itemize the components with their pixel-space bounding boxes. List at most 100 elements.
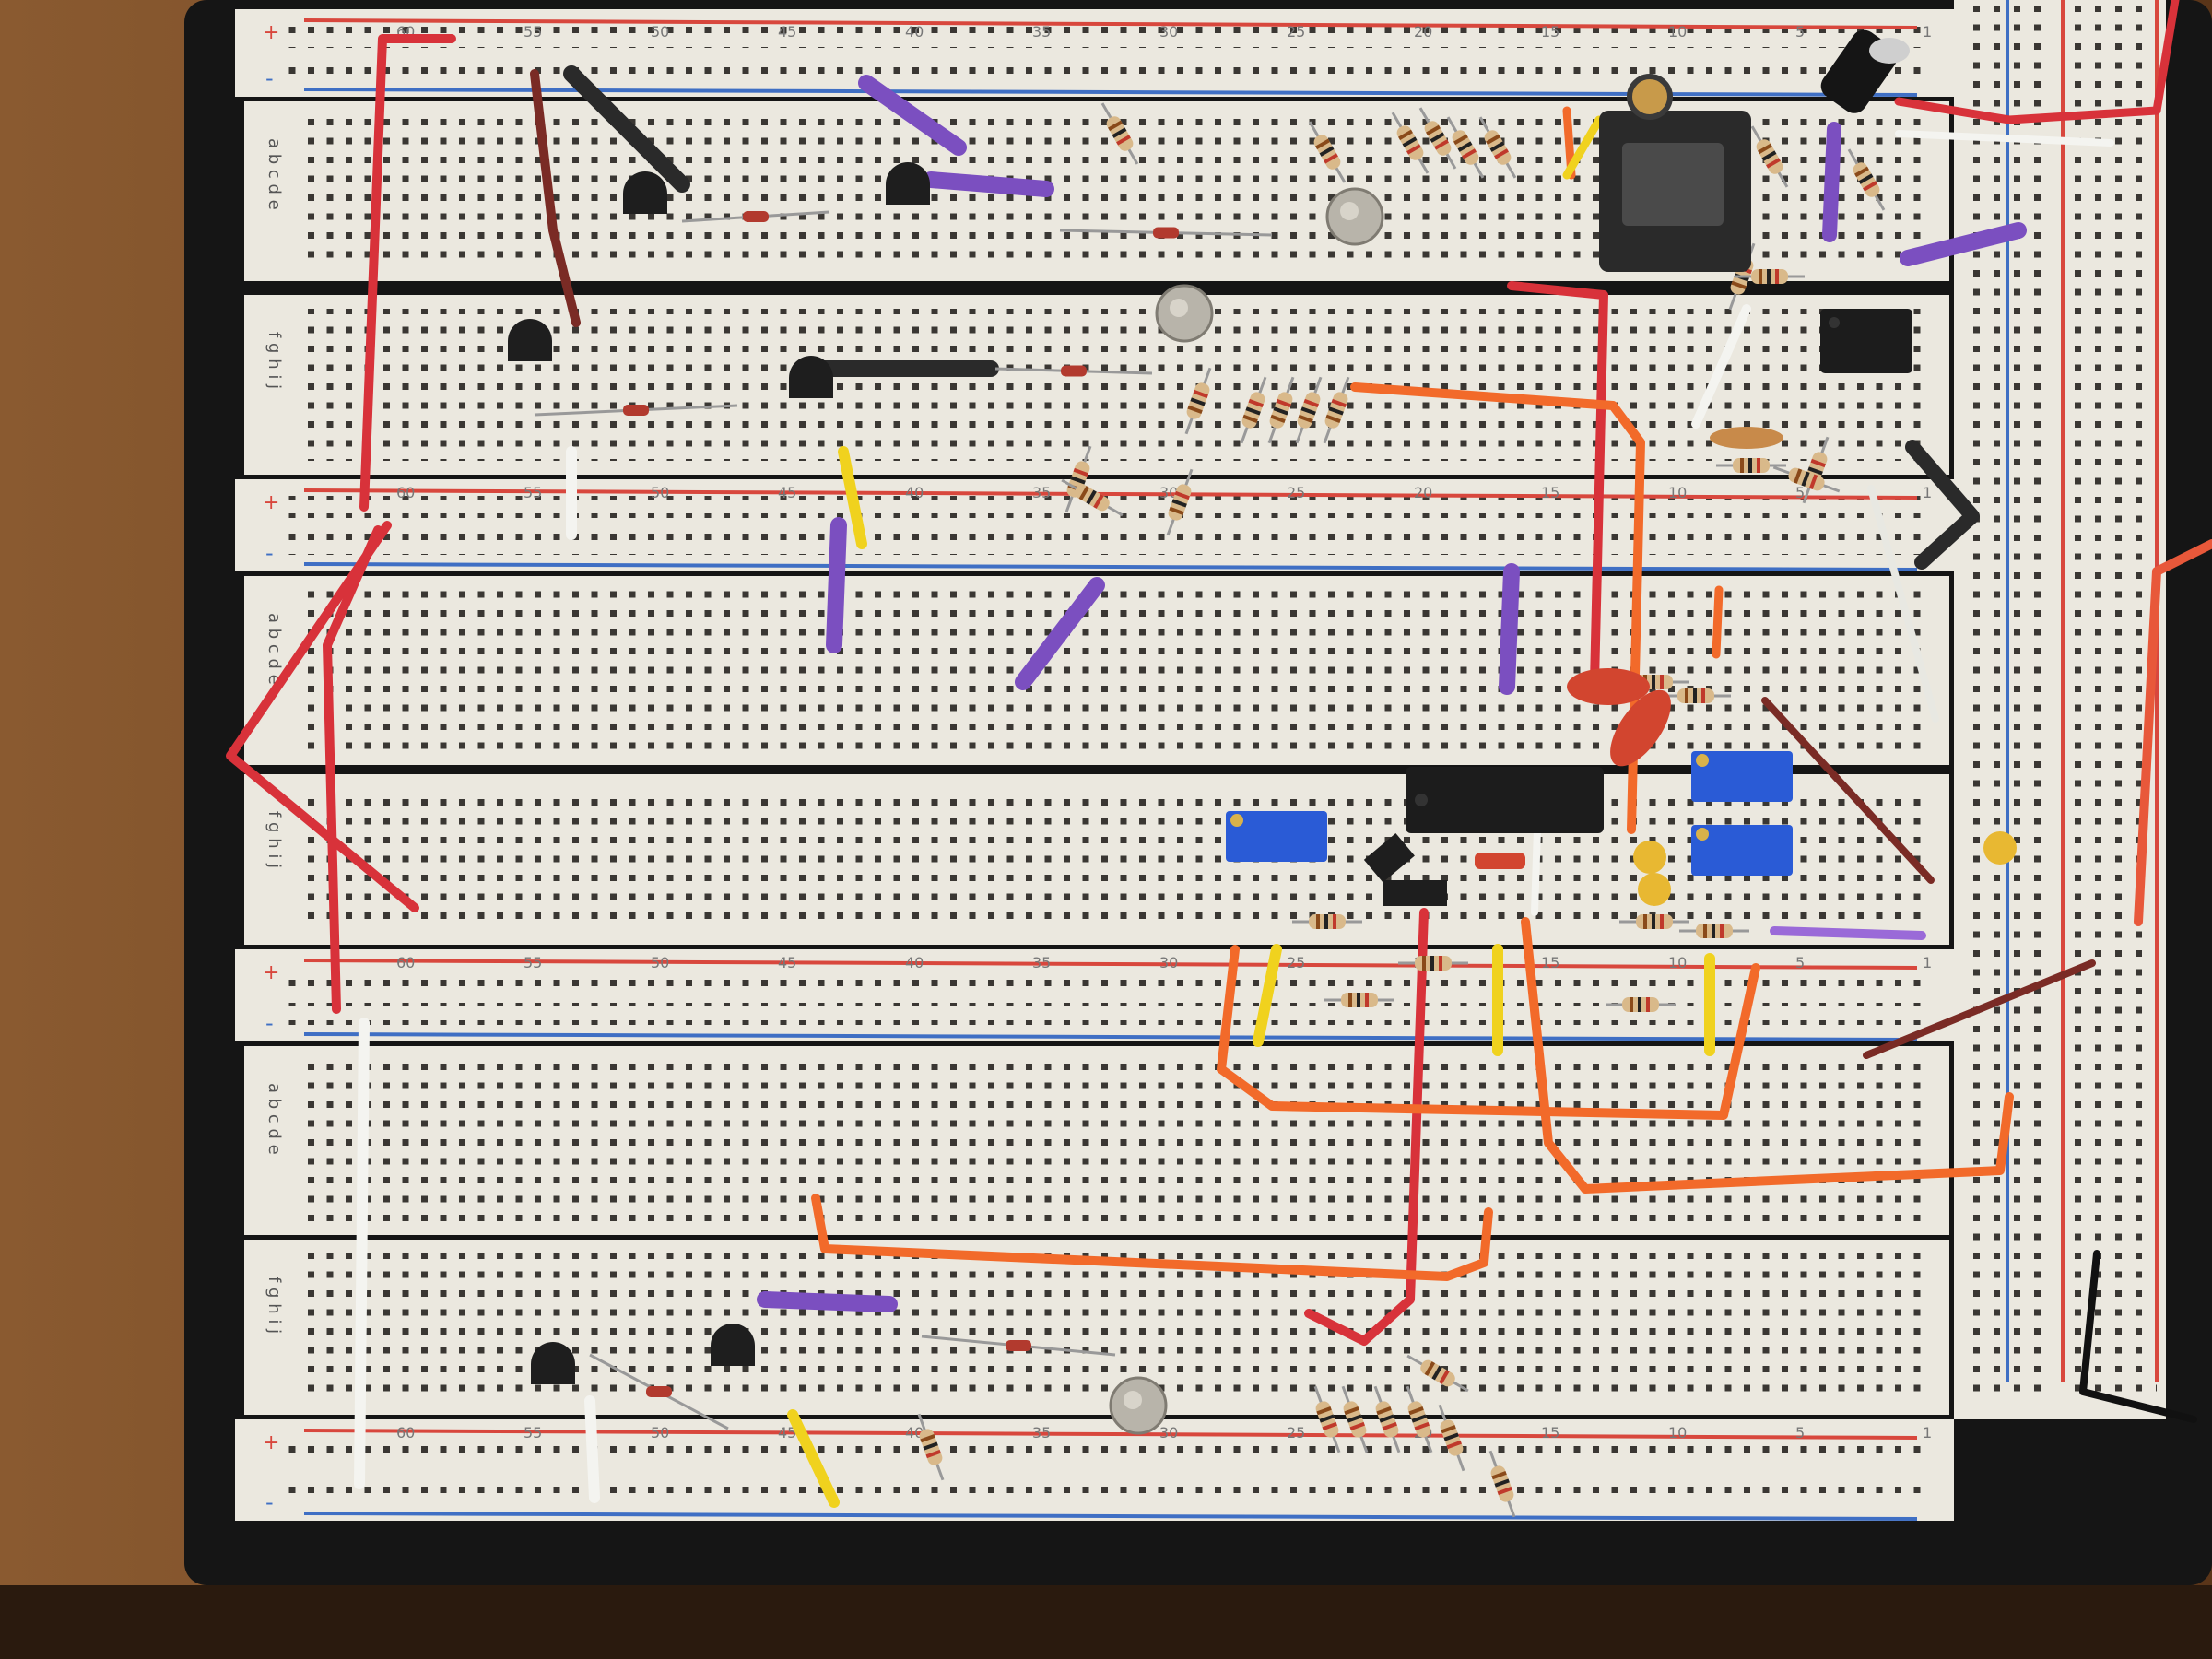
column-number: 30 xyxy=(1159,23,1178,41)
resistor xyxy=(1373,1385,1401,1453)
column-number: 55 xyxy=(524,954,542,971)
resistor xyxy=(1308,121,1347,183)
resistor-band xyxy=(920,1433,935,1443)
resistor-band xyxy=(1414,1421,1430,1431)
resistor-band xyxy=(1757,458,1760,473)
yellow-wire xyxy=(838,446,867,549)
row-letter-label: a b c d e xyxy=(265,1083,284,1155)
column-number: 35 xyxy=(1032,1424,1051,1441)
resistor-band xyxy=(1276,398,1291,408)
right-power-rail xyxy=(1954,0,2166,1419)
resistor-band xyxy=(1775,269,1779,284)
resistor-band xyxy=(1322,1421,1337,1431)
components xyxy=(508,29,2017,1518)
transistor xyxy=(886,162,930,205)
row-letter-label: a b c d e xyxy=(265,613,284,685)
resistor-band xyxy=(1720,924,1724,938)
can-highlight xyxy=(1124,1391,1142,1409)
resistor-band xyxy=(1086,489,1097,505)
resistor xyxy=(1606,997,1676,1012)
resistor-band xyxy=(1748,458,1752,473)
resistor-band xyxy=(1693,688,1697,703)
minus-label: - xyxy=(265,1010,274,1036)
resistor-band xyxy=(1324,914,1328,929)
minus-label: - xyxy=(265,540,274,566)
purple-wire xyxy=(1015,577,1105,690)
column-number: 40 xyxy=(905,484,924,501)
diode xyxy=(1006,1340,1031,1351)
rail-holes xyxy=(286,966,1926,988)
column-number: 10 xyxy=(1668,1424,1687,1441)
column-number: 5 xyxy=(1795,484,1805,501)
resistor-band xyxy=(1486,134,1500,146)
yellow-wire xyxy=(1562,115,1604,180)
resistor xyxy=(1324,993,1394,1007)
resistor xyxy=(1406,1354,1469,1393)
resistor-band xyxy=(1703,924,1707,938)
column-number: 50 xyxy=(651,954,669,971)
resistor-band xyxy=(1402,136,1418,147)
white-wire xyxy=(1691,304,1751,429)
purple-wire xyxy=(826,517,847,653)
small-capacitor xyxy=(1475,853,1525,869)
trimmer-screw xyxy=(1696,828,1709,841)
resistor-band xyxy=(1328,406,1344,416)
red-wire xyxy=(226,521,419,912)
ic-notch xyxy=(1829,317,1840,328)
row-letter-label: f g h i j xyxy=(265,1277,284,1334)
row-letter-label: f g h i j xyxy=(265,811,284,868)
column-number: 45 xyxy=(778,484,796,501)
resistor-band xyxy=(1494,1478,1510,1488)
diode xyxy=(623,405,649,416)
resistor-band xyxy=(1316,914,1320,929)
purple-wire xyxy=(1499,563,1520,695)
column-number: 10 xyxy=(1668,23,1687,41)
orange-wire xyxy=(811,1194,1493,1281)
column-number: 25 xyxy=(1287,23,1305,41)
black-wire xyxy=(1905,440,1980,570)
trimmer-potentiometer xyxy=(1226,811,1327,862)
resistor-band xyxy=(1462,148,1477,159)
brown-wire xyxy=(530,69,581,327)
column-number: 55 xyxy=(524,484,542,501)
resistor-band xyxy=(1453,134,1468,146)
resistor xyxy=(1295,376,1323,444)
diode xyxy=(743,211,769,222)
column-number: 30 xyxy=(1159,484,1178,501)
resistor-band xyxy=(1411,1414,1427,1423)
column-number: 45 xyxy=(778,954,796,971)
resistor-band xyxy=(1759,269,1762,284)
resistor xyxy=(1735,269,1805,284)
resistor-band xyxy=(1712,924,1715,938)
column-number: 60 xyxy=(396,484,415,501)
resistor xyxy=(1488,1450,1516,1518)
resistor-band xyxy=(1382,1421,1397,1431)
trimmer-potentiometer xyxy=(1691,751,1793,802)
resistor-band xyxy=(1766,158,1781,169)
diode xyxy=(1061,365,1087,377)
resistor-band xyxy=(1242,414,1258,424)
rail-holes xyxy=(286,1003,1926,1025)
column-number: 35 xyxy=(1032,484,1051,501)
column-number: 20 xyxy=(1414,484,1432,501)
resistor xyxy=(917,1413,945,1481)
minus-label: - xyxy=(265,1489,274,1515)
resistor-band xyxy=(1652,675,1655,689)
ceramic-capacitor xyxy=(1983,831,2017,865)
column-number: 25 xyxy=(1287,954,1305,971)
resistor-band xyxy=(1093,494,1104,509)
can-highlight xyxy=(1170,299,1188,317)
resistor-band xyxy=(1491,1470,1507,1480)
rail-holes xyxy=(286,1436,1926,1458)
purple-wire xyxy=(1900,222,2027,266)
resistor-band xyxy=(1439,956,1442,971)
column-number: 1 xyxy=(1923,23,1932,41)
terminal-holes xyxy=(304,590,1926,751)
resistor-band xyxy=(1801,471,1810,487)
rail-holes xyxy=(286,26,1926,48)
yellow-wire xyxy=(787,1409,840,1508)
resistor-band xyxy=(1497,1486,1512,1496)
purple-wire xyxy=(1822,122,1841,242)
resistor-band xyxy=(1422,956,1426,971)
terminal-holes xyxy=(304,788,1926,931)
